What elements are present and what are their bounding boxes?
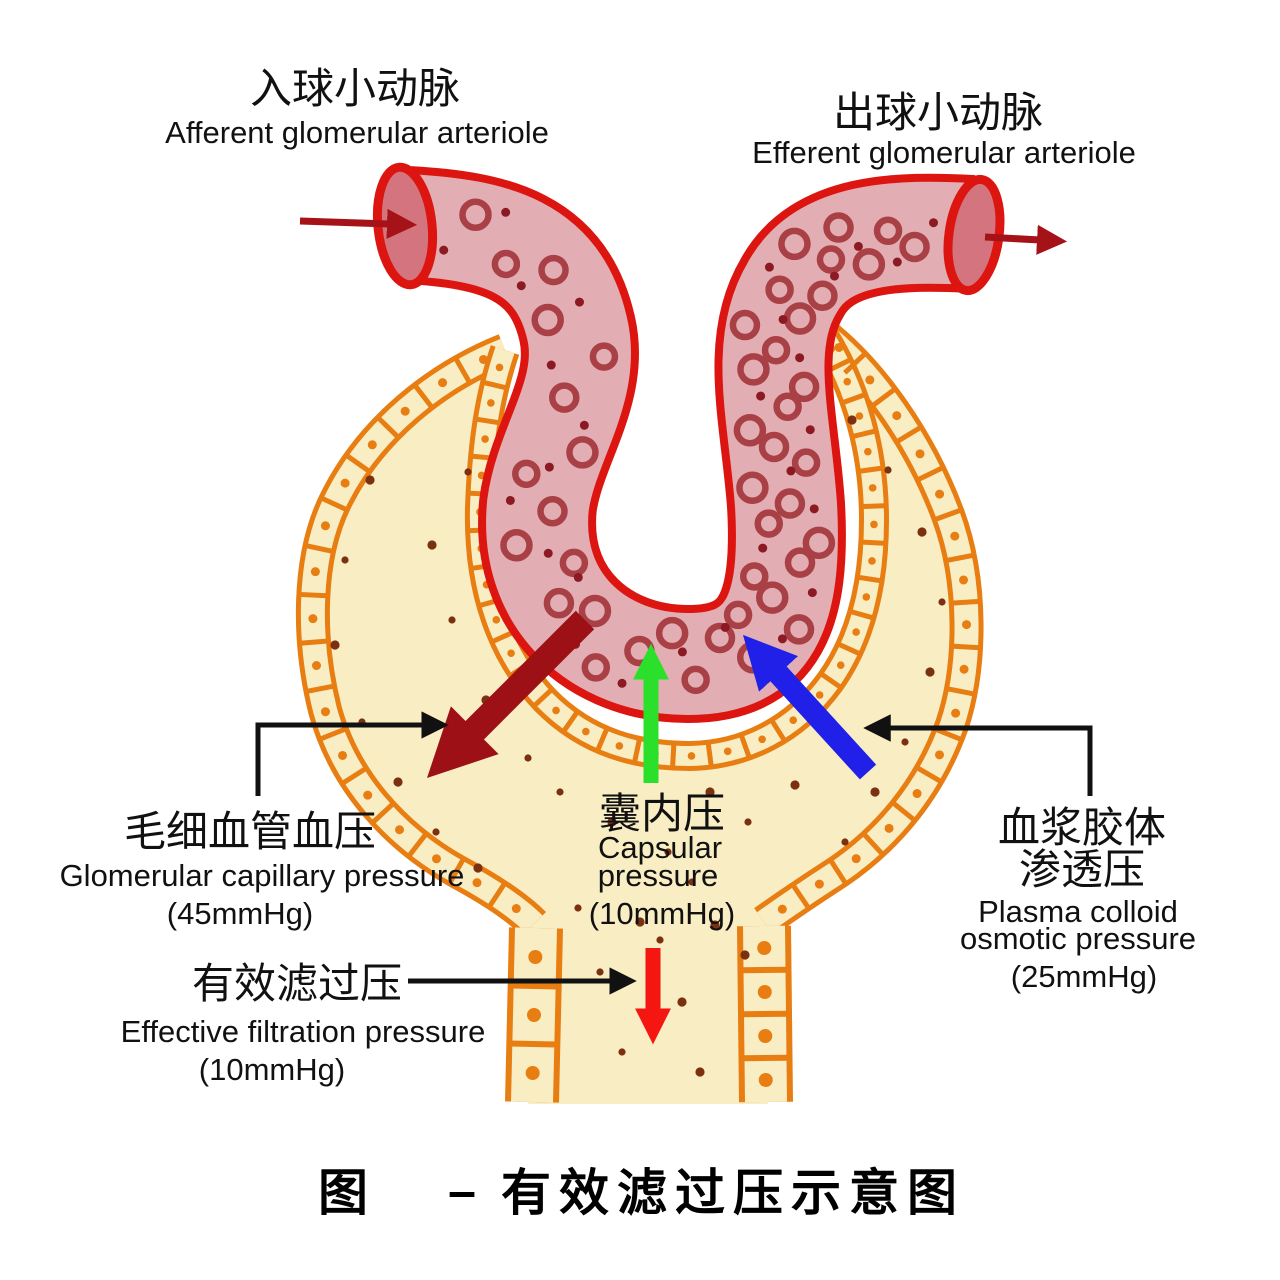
label-capsular-pressure: 囊内压 Capsular pressure (10mmHg) [589, 790, 735, 931]
efferent-label-en: Efferent glomerular arteriole [752, 135, 1136, 170]
figure-caption: 图 – 有效滤过压示意图 [318, 1163, 965, 1221]
caption-prefix: 图 [318, 1165, 368, 1221]
osmotic-pressure-label-cn2: 渗透压 [1019, 846, 1145, 893]
capsular-pressure-label-en2: pressure [598, 858, 719, 893]
label-afferent: 入球小动脉 Afferent glomerular arteriole [165, 65, 549, 150]
osmotic-pressure-label-en1: Plasma colloid [978, 894, 1178, 929]
efferent-label-cn: 出球小动脉 [833, 89, 1043, 136]
capillary-pressure-arrow [426, 610, 595, 779]
capsular-pressure-label-en1: Capsular [598, 830, 722, 865]
caption-dash: – [448, 1163, 476, 1219]
filtration-pressure-label-cn: 有效滤过压 [192, 960, 402, 1007]
osmotic-pressure-label-en2: osmotic pressure [960, 921, 1196, 956]
label-capillary-pressure: 毛细血管血压 Glomerular capillary pressure (45… [60, 808, 465, 931]
osmotic-pressure-label-cn1: 血浆胶体 [998, 804, 1166, 851]
capsular-pressure-label-cn: 囊内压 [599, 790, 725, 837]
glomerular-capillary [372, 162, 1005, 724]
osmotic-pressure-value: (25mmHg) [1011, 959, 1157, 994]
capillary-pressure-label-cn: 毛细血管血压 [124, 808, 376, 855]
filtrate-dots [330, 415, 946, 1077]
capillary-pressure-connector [255, 711, 449, 796]
filtration-pressure-value: (10mmHg) [199, 1052, 345, 1087]
afferent-label-en: Afferent glomerular arteriole [165, 115, 549, 150]
caption-title: 有效滤过压示意图 [501, 1165, 965, 1221]
efferent-flow-arrow [984, 224, 1068, 255]
osmotic-pressure-arrow [742, 634, 877, 780]
label-filtration-pressure: 有效滤过压 Effective filtration pressure (10m… [121, 960, 486, 1087]
capillary-pressure-label-en: Glomerular capillary pressure [60, 858, 465, 893]
filtration-pressure-label-en: Effective filtration pressure [121, 1014, 486, 1049]
afferent-label-cn: 入球小动脉 [250, 65, 460, 112]
label-osmotic-pressure: 血浆胶体 渗透压 Plasma colloid osmotic pressure… [960, 804, 1196, 994]
afferent-flow-arrow [299, 208, 418, 239]
osmotic-pressure-connector [863, 714, 1093, 796]
capillary-pressure-value: (45mmHg) [167, 896, 313, 931]
label-efferent: 出球小动脉 Efferent glomerular arteriole [752, 89, 1136, 170]
capsular-pressure-value: (10mmHg) [589, 896, 735, 931]
